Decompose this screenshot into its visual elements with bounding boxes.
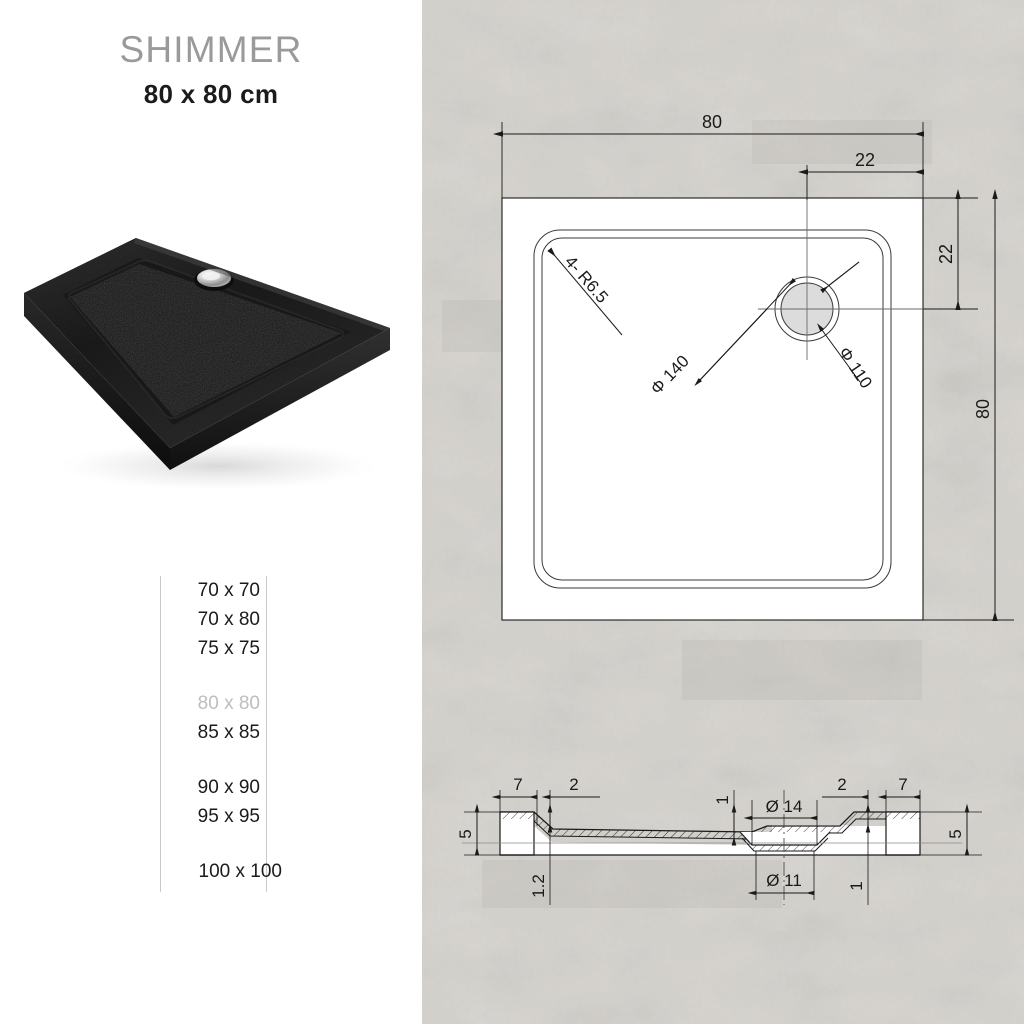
title-block: SHIMMER 80 x 80 cm	[0, 29, 422, 110]
section-view-group: 7 2 5 1.2 1	[456, 775, 982, 905]
section-height-left-dim-label: 5	[456, 829, 475, 838]
section-recess-left-dim-label: 1	[713, 795, 732, 804]
size-option[interactable]: 80 x 80	[197, 693, 260, 714]
section-drain-lower-dim-label: Ø 11	[766, 871, 802, 890]
size-option[interactable]: 75 x 75	[197, 638, 260, 659]
page-title: SHIMMER	[119, 29, 303, 70]
size-option[interactable]: 100 x 100	[198, 861, 282, 882]
size-option[interactable]: 90 x 90	[197, 777, 260, 798]
section-edge-left-dim-label: 7	[513, 775, 522, 794]
size-option[interactable]: 85 x 85	[197, 722, 260, 743]
section-slope-left-dim-label: 1.2	[529, 874, 548, 898]
drain-offset-y-dim-label: 22	[936, 244, 956, 264]
product-photo	[18, 198, 408, 498]
section-height-right-dim-label: 5	[946, 829, 965, 838]
size-list-items: 70 x 70 70 x 80 75 x 75 80 x 80 85 x 85 90 x …	[160, 576, 282, 886]
section-step-left-dim-label: 2	[569, 775, 578, 794]
plan-view-group: Φ 140 Φ 110 4- R6.5 80	[493, 112, 1014, 621]
size-option[interactable]: 70 x 70	[197, 580, 260, 601]
section-recess-right-dim-label: 1	[847, 881, 866, 890]
plan-width-dim-label: 80	[702, 112, 722, 132]
size-list-rule-right	[266, 576, 267, 892]
section-drain-upper-dim-label: Ø 14	[766, 797, 803, 816]
size-option[interactable]: 95 x 95	[197, 806, 260, 827]
size-list-rule-left	[160, 576, 161, 892]
drawing-vector-layer: Φ 140 Φ 110 4- R6.5 80	[422, 0, 1024, 1024]
product-size-subtitle: 80 x 80 cm	[143, 78, 279, 109]
drain-offset-x-dim-label: 22	[855, 150, 875, 170]
section-step-right-dim-label: 2	[837, 775, 846, 794]
size-option[interactable]: 70 x 80	[197, 609, 260, 630]
technical-drawing-panel: Φ 140 Φ 110 4- R6.5 80	[422, 0, 1024, 1024]
size-variant-list: 70 x 70 70 x 80 75 x 75 80 x 80 85 x 85 90 x …	[160, 576, 282, 892]
section-edge-right-dim-label: 7	[898, 775, 907, 794]
plan-height-dim-label: 80	[973, 399, 993, 419]
left-info-panel: SHIMMER 80 x 80 cm	[0, 0, 422, 1024]
